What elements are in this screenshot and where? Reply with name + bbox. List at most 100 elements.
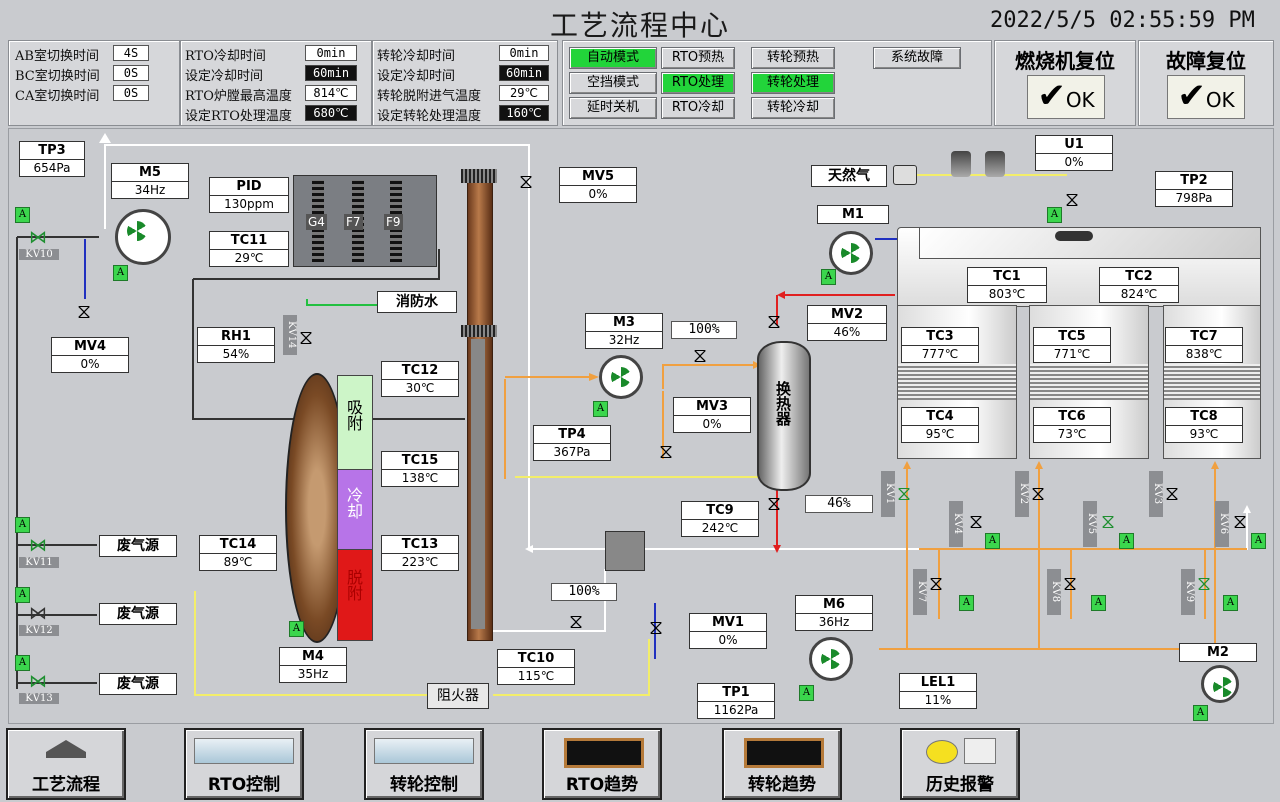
burner-ok-label: OK	[1065, 88, 1095, 112]
rto-set-cool-label: 设定冷却时间	[185, 69, 264, 84]
nav-rto-trend[interactable]: RTO趋势	[542, 728, 662, 800]
desorb-zone	[337, 549, 373, 641]
auto-flag: A	[1047, 207, 1062, 223]
rto-set-cool-input[interactable]: 60min	[305, 65, 357, 81]
kv13-valve-icon[interactable]: ⋈	[29, 671, 47, 692]
kv8-valve-icon[interactable]: ⧖	[1063, 571, 1078, 595]
system-fault-button[interactable]: 系统故障	[873, 47, 961, 69]
kv1-valve-icon[interactable]: ⧖	[897, 481, 912, 505]
wheel-process-button[interactable]: 转轮处理	[751, 72, 835, 94]
kv7-label: KV7	[913, 569, 927, 615]
mv-lower-valve-icon[interactable]: ⧖	[767, 491, 782, 515]
wheel-set-temp-input[interactable]: 160℃	[499, 105, 549, 121]
kv11-label: KV11	[19, 557, 59, 568]
exhaust-source-1[interactable]: 废气源	[99, 535, 177, 557]
kv9-valve-icon[interactable]: ⧖	[1197, 571, 1212, 595]
kv2-valve-icon[interactable]: ⧖	[1031, 481, 1046, 505]
nav-alarm-history[interactable]: 历史报警	[900, 728, 1020, 800]
kv7-valve-icon[interactable]: ⧖	[929, 571, 944, 595]
mv4-valve-icon[interactable]: ⧖	[77, 299, 92, 323]
kv10-valve-icon[interactable]: ⋈	[29, 227, 47, 248]
kv6-label: KV6	[1215, 501, 1229, 547]
nav-rto-control[interactable]: RTO控制	[184, 728, 304, 800]
m1-fan-icon[interactable]	[829, 231, 873, 275]
kv3-valve-icon[interactable]: ⧖	[1165, 481, 1180, 505]
check-icon: ✔	[1177, 76, 1206, 116]
nav-process-flow[interactable]: 工艺流程	[6, 728, 126, 800]
process-diagram: G4 F7 F9 吸附 冷却 脱附 换热器 ⋈ ⋈ ⋈ ⋈ ⧖ ⧖ ⧖ ⧖ ⧖ …	[8, 128, 1274, 724]
u1-valve-icon[interactable]: ⧖	[1065, 187, 1080, 211]
auto-flag: A	[1251, 533, 1266, 549]
auto-mode-button[interactable]: 自动模式	[569, 47, 657, 69]
mv1-valve-icon[interactable]: ⧖	[649, 615, 664, 639]
idle-mode-button[interactable]: 空挡模式	[569, 72, 657, 94]
rto-cool-time-value: 0min	[305, 45, 357, 61]
mv3-valve-icon[interactable]: ⧖	[659, 439, 674, 463]
mv5-valve-icon[interactable]: ⧖	[519, 169, 534, 193]
fault-reset-label: 故障复位	[1166, 49, 1246, 73]
mv-top-valve-icon[interactable]: ⧖	[693, 343, 708, 367]
rto-set-temp-input[interactable]: 680℃	[305, 105, 357, 121]
flame-arrester-label: 阻火器	[427, 683, 489, 709]
nav-wheel-control[interactable]: 转轮控制	[364, 728, 484, 800]
filter-f7-label: F7	[344, 214, 363, 230]
wheel-cool-time-label: 转轮冷却时间	[377, 49, 456, 64]
kv11-valve-icon[interactable]: ⋈	[29, 535, 47, 556]
check-icon: ✔	[1037, 76, 1066, 116]
rto-cool-button[interactable]: RTO冷却	[661, 97, 735, 119]
delay-off-button[interactable]: 延时关机	[569, 97, 657, 119]
auto-flag: A	[1091, 595, 1106, 611]
wheel-set-cool-input[interactable]: 60min	[499, 65, 549, 81]
nav-wheel-trend[interactable]: 转轮趋势	[722, 728, 842, 800]
kv5-valve-icon[interactable]: ⧖	[1101, 509, 1116, 533]
m5-fan-icon[interactable]	[115, 209, 171, 265]
kv8-label: KV8	[1047, 569, 1061, 615]
m6-fan-icon[interactable]	[809, 637, 853, 681]
kv4-valve-icon[interactable]: ⧖	[969, 509, 984, 533]
m3-fan-icon[interactable]	[599, 355, 643, 399]
fault-reset-button[interactable]: ✔OK	[1167, 75, 1245, 119]
nav-alarm-history-label: 历史报警	[926, 775, 994, 795]
trend-chart-icon	[564, 738, 644, 768]
wheel-cool-button[interactable]: 转轮冷却	[751, 97, 835, 119]
kv6-valve-icon[interactable]: ⧖	[1233, 509, 1248, 533]
burner-reset-button[interactable]: ✔OK	[1027, 75, 1105, 119]
wheel-preheat-button[interactable]: 转轮预热	[751, 47, 835, 69]
exhaust-source-3[interactable]: 废气源	[99, 673, 177, 695]
mv2-valve-icon[interactable]: ⧖	[767, 309, 782, 333]
m2-tag: M2	[1179, 643, 1257, 662]
kv14-valve-icon[interactable]: ⧖	[299, 325, 314, 349]
rto-max-temp-label: RTO炉膛最高温度	[185, 89, 292, 104]
gas-regulator-icon	[985, 151, 1005, 177]
wheel-inlet-temp-label: 转轮脱附进气温度	[377, 89, 482, 104]
cool-label: 冷却	[344, 487, 363, 519]
mv1-top-valve-icon[interactable]: ⧖	[569, 609, 584, 633]
exhaust-source-2[interactable]: 废气源	[99, 603, 177, 625]
auto-flag: A	[821, 269, 836, 285]
nav-wheel-trend-label: 转轮趋势	[748, 775, 816, 795]
wheel-diagram-icon	[374, 738, 474, 764]
auto-flag: A	[113, 265, 128, 281]
rto-process-button[interactable]: RTO处理	[661, 72, 735, 94]
rto-preheat-button[interactable]: RTO预热	[661, 47, 735, 69]
m2-fan-icon[interactable]	[1201, 665, 1239, 703]
rto-set-temp-label: 设定RTO处理温度	[185, 109, 292, 124]
m1-tag: M1	[817, 205, 889, 224]
kv12-valve-icon[interactable]: ⋈	[29, 603, 47, 624]
